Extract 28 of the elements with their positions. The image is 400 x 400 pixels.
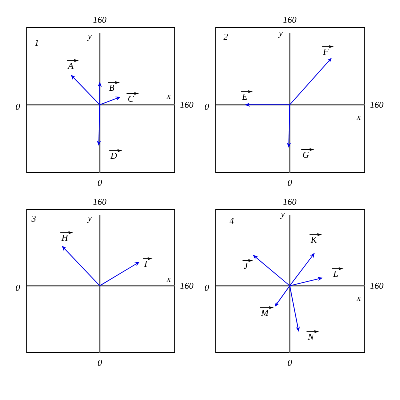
axis-label: y bbox=[87, 34, 92, 42]
axis-value: 160 bbox=[284, 198, 297, 206]
axis-value: 0 bbox=[98, 180, 102, 186]
axis-value: 160 bbox=[94, 16, 107, 24]
axis-value: 0 bbox=[16, 104, 20, 110]
axis-value: 0 bbox=[16, 284, 20, 292]
axis-value: 0 bbox=[288, 360, 292, 366]
axis-value: 160 bbox=[370, 282, 384, 290]
axis-label: x bbox=[166, 278, 171, 282]
axis-label: x bbox=[356, 296, 361, 302]
axis-value: 0 bbox=[288, 180, 292, 186]
axis-value: 160 bbox=[284, 16, 297, 24]
axis-value: 0 bbox=[98, 360, 102, 366]
panel-number: 1 bbox=[35, 40, 38, 46]
axis-value: 160 bbox=[180, 282, 194, 290]
axis-value: 160 bbox=[370, 102, 384, 108]
axis-value: 0 bbox=[205, 104, 210, 110]
axis-label: x bbox=[356, 116, 361, 120]
axis-label: y bbox=[280, 212, 285, 220]
axis-value: 0 bbox=[205, 284, 210, 292]
panel-number: 2 bbox=[224, 34, 228, 40]
axis-value: 160 bbox=[94, 198, 107, 206]
panel-number: 4 bbox=[230, 218, 234, 224]
axis-value: 160 bbox=[180, 102, 194, 108]
axis-label: y bbox=[87, 216, 92, 224]
axis-label: y bbox=[278, 32, 283, 38]
panel-number: 3 bbox=[32, 216, 36, 222]
axis-label: x bbox=[166, 94, 171, 100]
